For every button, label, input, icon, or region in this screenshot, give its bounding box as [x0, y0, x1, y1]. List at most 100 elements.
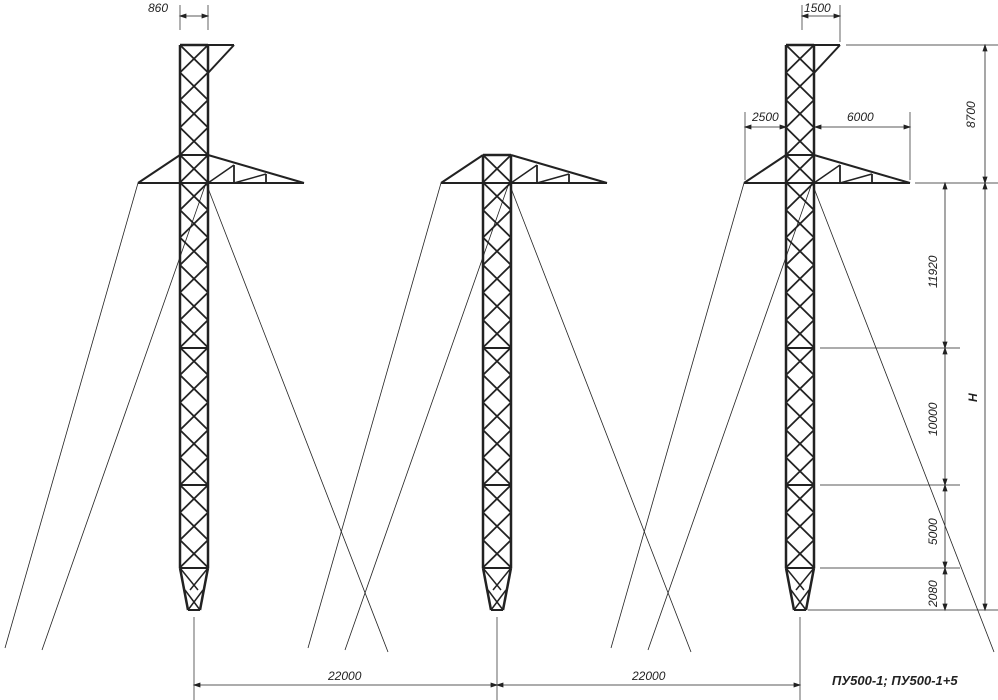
- dim-section-4: 2080: [926, 580, 940, 608]
- dimension-arrow: [490, 682, 499, 688]
- tower-brace: [179, 484, 209, 514]
- tower-brace: [482, 484, 512, 514]
- tower-brace: [487, 589, 504, 611]
- tower-brace: [785, 209, 815, 239]
- dimension-arrow: [942, 561, 948, 570]
- guy-wire: [307, 182, 442, 649]
- tower-brace: [482, 236, 512, 266]
- tower-taper: [481, 567, 493, 611]
- tower-middle: [307, 153, 692, 700]
- tower-brace: [785, 264, 815, 294]
- dimension-arrow: [903, 124, 912, 130]
- tower-brace: [482, 209, 512, 239]
- tower-brace: [785, 126, 815, 156]
- tower-brace: [179, 264, 209, 294]
- tower-brace: [785, 346, 815, 376]
- dimension-arrow: [982, 43, 988, 52]
- tower-brace: [482, 264, 512, 294]
- tower-brace: [785, 291, 815, 321]
- crossarm-brace: [839, 173, 873, 184]
- dim-total-height: H: [966, 393, 980, 402]
- tower-brace: [785, 429, 815, 459]
- tower-brace: [179, 154, 209, 184]
- tower-brace: [785, 71, 815, 101]
- tower-brace: [179, 374, 209, 404]
- tower-brace: [179, 71, 209, 101]
- tower-brace: [785, 567, 805, 591]
- tower-brace: [785, 181, 815, 211]
- tower-brace: [179, 567, 199, 591]
- tower-taper: [784, 567, 796, 611]
- guy-wire: [205, 182, 389, 653]
- dim-arm-right: 6000: [847, 110, 874, 124]
- dim-peak-width: 1500: [804, 1, 831, 15]
- tower-brace: [482, 401, 512, 431]
- dim-arm-left: 2500: [751, 110, 779, 124]
- tower-brace: [785, 99, 815, 129]
- crossarm-chord: [137, 154, 181, 184]
- crossarm-chord: [440, 154, 484, 184]
- tower-brace: [482, 154, 512, 184]
- tower-brace: [179, 539, 209, 569]
- dimension-arrow: [192, 682, 201, 688]
- crossarm-chord: [207, 154, 305, 184]
- dimension-arrow: [178, 13, 187, 19]
- dimension-arrow: [942, 566, 948, 575]
- tower-taper: [501, 567, 513, 611]
- tower-brace: [482, 539, 512, 569]
- tower-taper: [178, 567, 190, 611]
- crossarm-chord: [510, 154, 608, 184]
- tower-brace: [179, 319, 209, 349]
- tower-brace: [790, 589, 807, 611]
- dimension-arrow: [942, 346, 948, 355]
- peak-arm: [813, 44, 841, 74]
- tower-brace: [179, 209, 209, 239]
- dim-section-3: 5000: [926, 518, 940, 545]
- tower-brace: [795, 567, 815, 591]
- tower-brace: [179, 401, 209, 431]
- dimension-arrow: [800, 13, 809, 19]
- dimension-arrow: [201, 13, 210, 19]
- crossarm-brace: [510, 164, 538, 184]
- tower-brace: [179, 429, 209, 459]
- tower-brace: [179, 99, 209, 129]
- guy-wire: [4, 182, 139, 649]
- dimension-arrow: [942, 483, 948, 492]
- drawing-title: ПУ500-1; ПУ500-1+5: [832, 673, 958, 688]
- crossarm-brace: [813, 164, 841, 184]
- crossarm-brace: [207, 164, 235, 184]
- dimension-arrow: [743, 124, 752, 130]
- crossarm-brace: [233, 173, 267, 184]
- dimension-arrow: [779, 124, 788, 130]
- tower-brace: [482, 429, 512, 459]
- tower-brace: [179, 126, 209, 156]
- tower-brace: [785, 539, 815, 569]
- tower-brace: [179, 456, 209, 486]
- tower-brace: [187, 589, 204, 611]
- tower-right: [610, 43, 995, 700]
- tower-brace: [179, 44, 209, 74]
- dimension-arrow: [982, 176, 988, 185]
- tower-taper: [804, 567, 816, 611]
- dim-section-2: 10000: [926, 402, 940, 436]
- peak-arm: [207, 44, 235, 74]
- dim-section-1: 11920: [926, 255, 940, 288]
- guy-wire: [508, 182, 692, 653]
- dim-peak-height: 8700: [964, 101, 978, 128]
- dimension-arrow: [942, 181, 948, 190]
- crossarm-chord: [743, 154, 787, 184]
- tower-brace: [785, 401, 815, 431]
- tower-brace: [179, 236, 209, 266]
- guy-wire: [344, 182, 510, 651]
- tower-brace: [785, 154, 815, 184]
- dim-span-2: 22000: [631, 669, 666, 683]
- tower-brace: [482, 319, 512, 349]
- tower-brace: [785, 456, 815, 486]
- tower-taper: [198, 567, 210, 611]
- tower-left: [4, 43, 389, 700]
- dimension-arrow: [833, 13, 842, 19]
- guy-wire: [811, 182, 995, 653]
- dimension-arrow: [942, 341, 948, 350]
